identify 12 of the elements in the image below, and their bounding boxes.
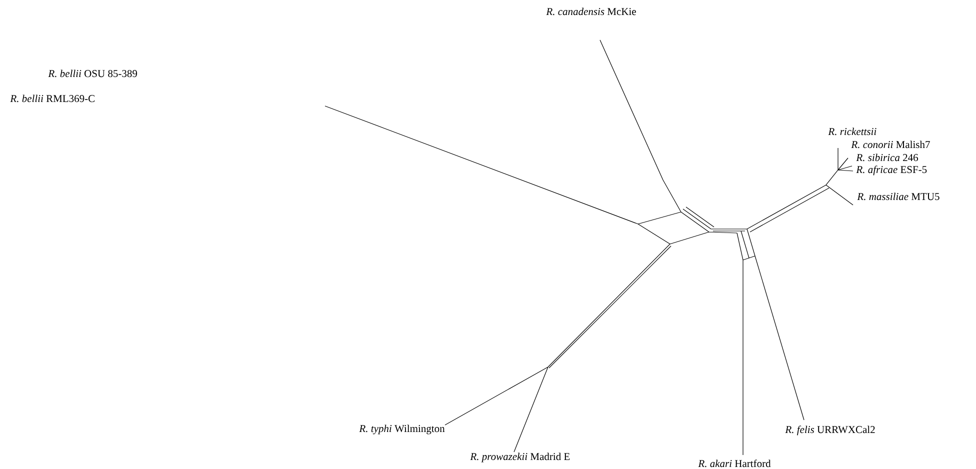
taxon-label: R. typhi Wilmington: [359, 424, 445, 434]
taxon-label: R. rickettsii: [828, 128, 876, 136]
taxon-label: R. prowazekii Madrid E: [470, 452, 570, 462]
taxon-label: R. canadensis McKie: [546, 8, 636, 16]
taxon-label: R. africae ESF-5: [856, 166, 927, 176]
taxon-label: R. akari Hartford: [698, 460, 771, 468]
taxon-label: R. sibirica 246: [856, 154, 918, 162]
taxon-label: R. bellii RML369-C: [10, 94, 94, 102]
taxon-label: R. conorii Malish7: [851, 140, 930, 148]
taxon-label: R. bellii OSU 85-389: [48, 70, 137, 78]
taxon-label: R. massiliae MTU5: [857, 192, 940, 200]
taxon-label: R. felis URRWXCal2: [785, 426, 875, 436]
